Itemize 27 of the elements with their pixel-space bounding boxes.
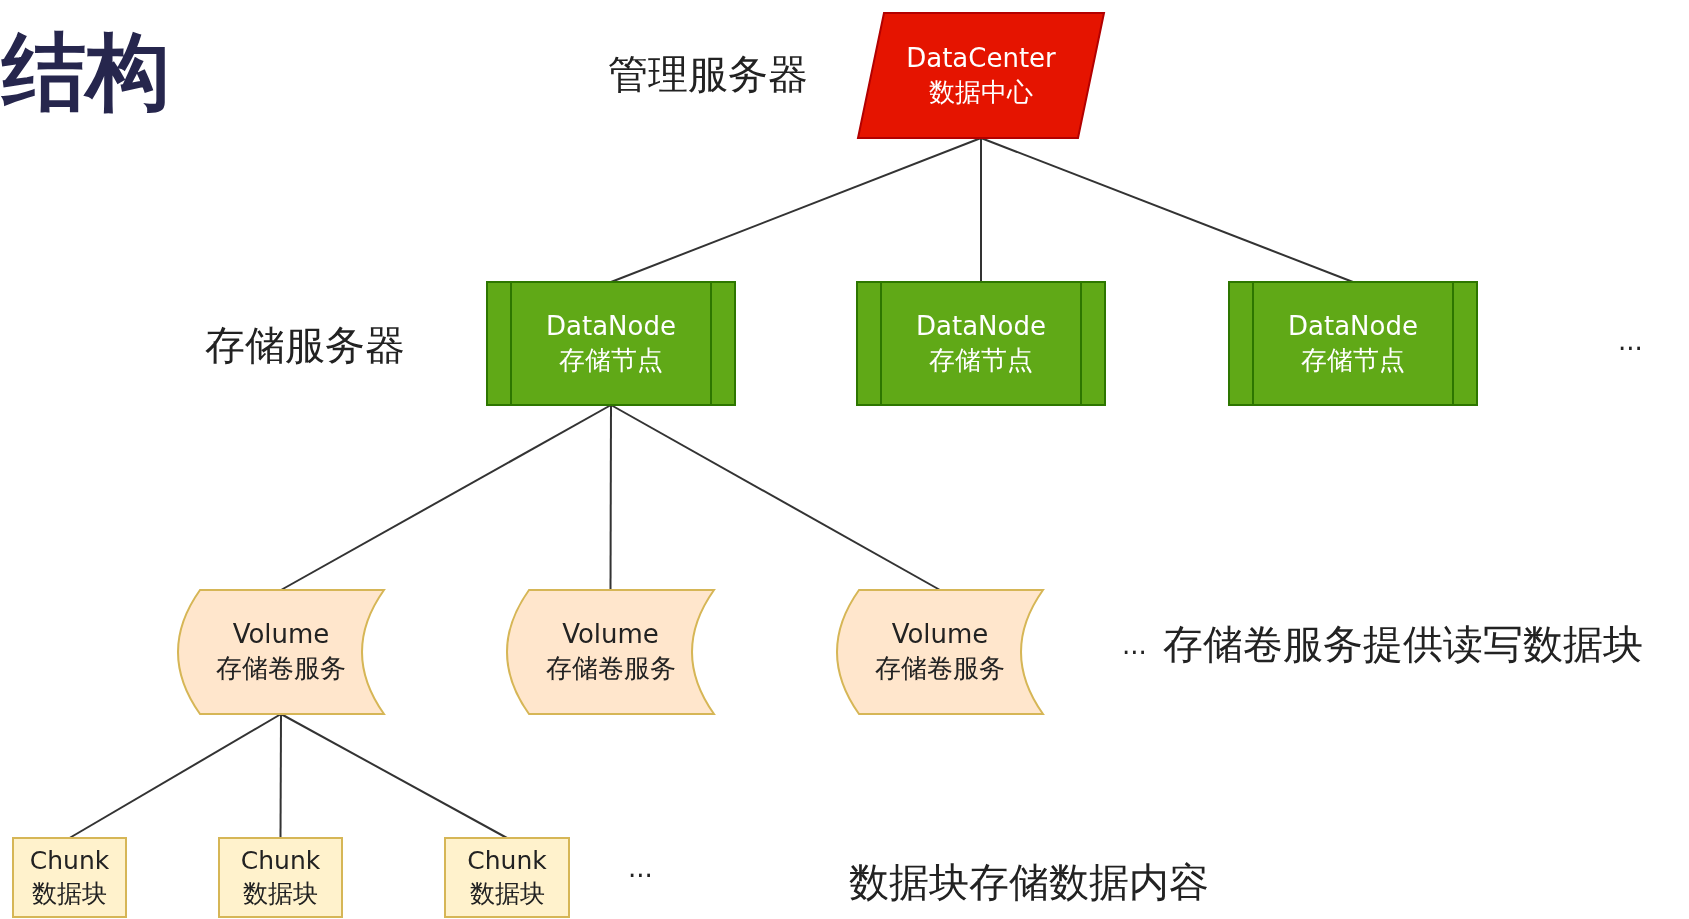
- connector-line: [610, 137, 982, 283]
- connector-line: [980, 137, 982, 283]
- page-title: 结构: [2, 30, 170, 114]
- section-label: 管理服务器: [608, 50, 808, 99]
- chunk-box: Chunk 数据块: [445, 838, 569, 917]
- connector-line: [980, 137, 1354, 283]
- datacenter-parallelogram: DataCenter 数据中心: [858, 13, 1104, 138]
- note-text: 存储卷服务提供读写数据块: [1163, 620, 1643, 669]
- connector-line: [280, 713, 508, 839]
- connector-line: [68, 713, 282, 839]
- ellipsis: ...: [1618, 326, 1643, 356]
- connector-line: [280, 404, 612, 591]
- ellipsis: ...: [1122, 630, 1147, 660]
- ellipsis: ...: [628, 853, 653, 883]
- section-label: 存储服务器: [205, 321, 405, 370]
- datanode-process-box: DataNode 存储节点: [487, 282, 735, 405]
- chunk-box: Chunk 数据块: [13, 838, 126, 917]
- connector-line: [609, 404, 612, 591]
- volume-storage-shape: Volume 存储卷服务: [837, 590, 1043, 714]
- volume-storage-shape: Volume 存储卷服务: [178, 590, 384, 714]
- volume-storage-shape: Volume 存储卷服务: [507, 590, 714, 714]
- chunk-box: Chunk 数据块: [219, 838, 342, 917]
- datanode-process-box: DataNode 存储节点: [1229, 282, 1477, 405]
- note-text: 数据块存储数据内容: [849, 858, 1209, 907]
- datanode-process-box: DataNode 存储节点: [857, 282, 1105, 405]
- connector-line: [610, 404, 941, 591]
- connector-line: [279, 713, 282, 839]
